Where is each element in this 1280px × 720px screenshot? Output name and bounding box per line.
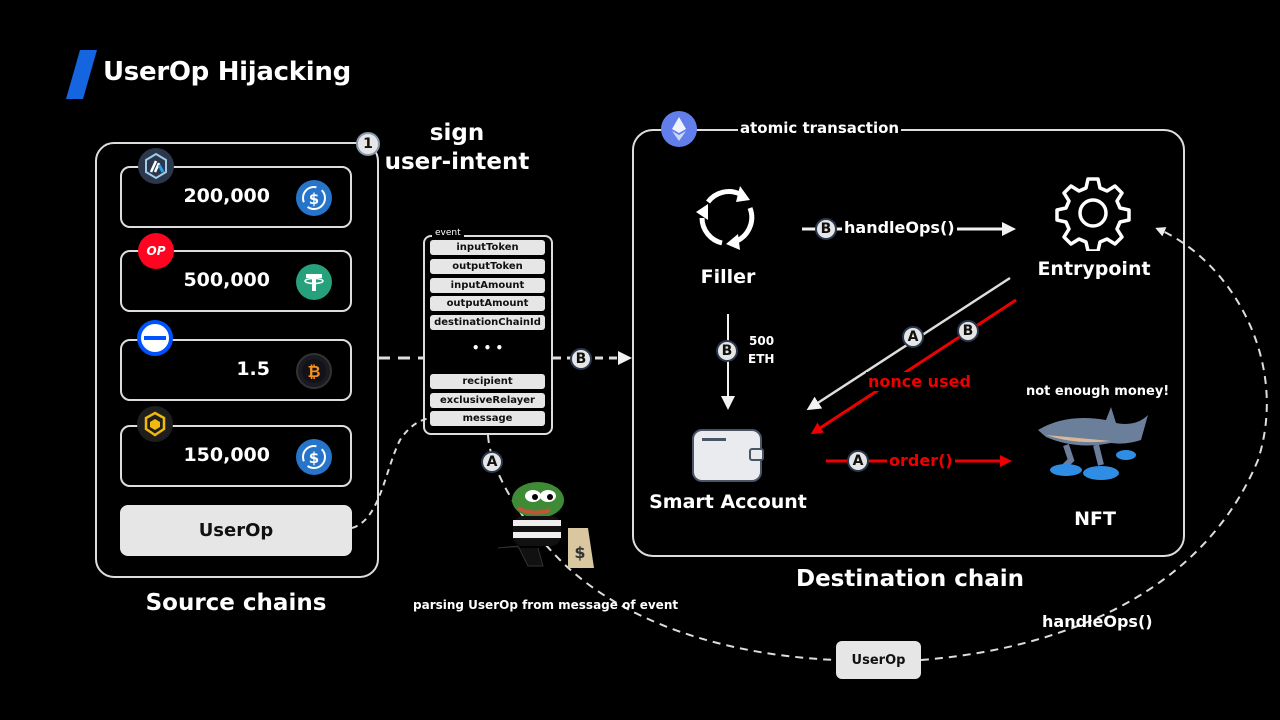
chain-row-base[interactable]: 1.5 ₿ [120, 339, 352, 401]
event-field-exclusiverelayer: exclusiveRelayer [430, 393, 545, 408]
page-title: UserOp Hijacking [103, 57, 351, 87]
attacker-path [487, 434, 837, 661]
amount: 500,000 [183, 269, 270, 291]
shark-nft-image [1036, 405, 1152, 485]
ethereum-icon [661, 111, 697, 147]
atomic-transaction-label: atomic transaction [738, 119, 902, 137]
transfer-amount: 500 [749, 334, 775, 348]
event-field-recipient: recipient [430, 374, 545, 389]
attacker-caption: parsing UserOp from message of event [413, 598, 679, 612]
user-intent-label: user-intent [384, 149, 530, 175]
filler-label: Filler [700, 266, 756, 288]
optimism-icon: OP [138, 233, 174, 269]
source-chains-box [95, 142, 379, 578]
destination-chain-label: Destination chain [795, 566, 1024, 592]
handleops-label: handleOps() [842, 218, 957, 237]
source-chains-label: Source chains [145, 590, 327, 616]
amount: 150,000 [183, 444, 270, 466]
userop-button[interactable]: UserOp [120, 505, 352, 556]
chain-row-optimism[interactable]: 500,000 [120, 250, 352, 312]
filler-icon [688, 178, 768, 258]
step-a-badge: A [481, 451, 503, 473]
event-field-message: message [430, 411, 545, 426]
entrypoint-to-account-arrow-b [810, 298, 1017, 435]
step-b-entrypoint-badge: B [957, 320, 979, 342]
usdc-icon: $ [296, 180, 332, 216]
event-label: event [432, 228, 464, 238]
not-enough-money-label: not enough money! [1026, 384, 1170, 399]
nonce-used-label: nonce used [866, 372, 973, 391]
userop-to-message-curve [351, 417, 431, 529]
event-box [423, 235, 553, 435]
usdt-icon [296, 264, 332, 300]
step-a-order-badge: A [847, 450, 869, 472]
step-b-transfer-badge: B [716, 340, 738, 362]
smart-account-label: Smart Account [649, 491, 807, 513]
order-label: order() [887, 451, 955, 470]
event-field-inputamount: inputAmount [430, 278, 545, 293]
event-field-inputtoken: inputToken [430, 240, 545, 255]
base-icon [137, 320, 173, 356]
bnb-icon [137, 406, 173, 442]
transfer-unit: ETH [748, 352, 775, 366]
usdc-icon: $ [296, 439, 332, 475]
step-1-badge: 1 [356, 132, 380, 156]
svg-text:₿: ₿ [307, 362, 320, 381]
entrypoint-gear-icon [1055, 175, 1131, 253]
svg-text:$: $ [574, 543, 585, 562]
bitcoin-icon: ₿ [296, 353, 332, 389]
sign-label: sign [429, 120, 485, 146]
event-ellipsis: • • • [471, 341, 504, 355]
event-field-destinationchainid: destinationChainId [430, 315, 545, 330]
amount: 200,000 [183, 185, 270, 207]
entrypoint-label: Entrypoint [1037, 258, 1151, 280]
chain-row-arbitrum[interactable]: 200,000 $ [120, 166, 352, 228]
event-field-outputamount: outputAmount [430, 296, 545, 311]
nft-label: NFT [1074, 508, 1116, 530]
svg-text:$: $ [309, 449, 319, 467]
title-accent-bar [66, 50, 97, 99]
handleops-attacker-label: handleOps() [1042, 612, 1153, 631]
step-a-entrypoint-badge: A [902, 326, 924, 348]
userop-intercepted[interactable]: UserOp [836, 641, 921, 679]
svg-text:$: $ [309, 190, 319, 208]
chain-row-bnb[interactable]: 150,000 $ [120, 425, 352, 487]
step-b-handleops-badge: B [815, 218, 837, 240]
handleops-return-curve [920, 227, 1268, 661]
step-b-badge: B [570, 348, 592, 370]
event-field-outputtoken: outputToken [430, 259, 545, 274]
amount: 1.5 [236, 358, 270, 380]
destination-box [632, 129, 1185, 557]
smart-account-wallet-icon [692, 429, 764, 483]
arbitrum-icon [138, 148, 174, 184]
thief-frog-image: $ [488, 478, 594, 570]
